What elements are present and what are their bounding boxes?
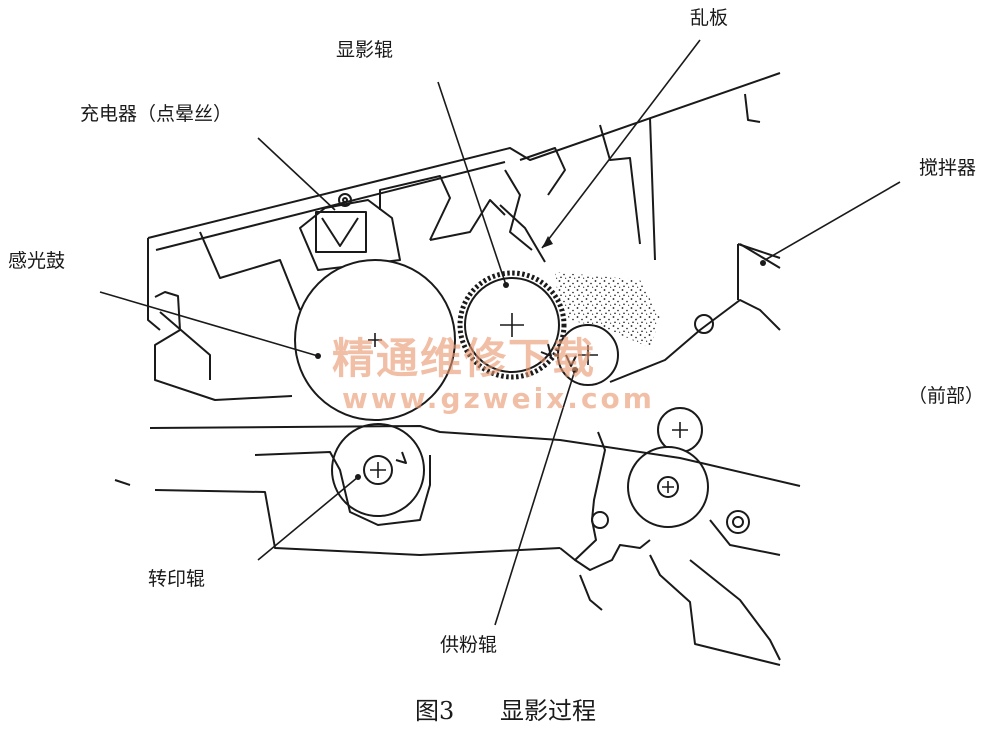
figure-number: 图3	[415, 697, 455, 725]
leader-lines	[99, 39, 901, 626]
watermark-text: 精通维修下载	[332, 334, 597, 383]
label-charger: 充电器（点晕丝）	[80, 103, 233, 125]
upper-housing	[147, 72, 781, 331]
paper-path	[149, 425, 801, 487]
leader-baffle	[541, 39, 701, 249]
label-developing-roller: 显影辊	[336, 39, 394, 61]
photosensitive-drum	[294, 259, 456, 421]
label-baffle: 乱板	[690, 7, 729, 29]
label-supply-roller: 供粉辊	[440, 634, 498, 656]
leader-arrowheads	[315, 236, 578, 480]
charger-corona	[315, 193, 367, 253]
pinch-roller	[657, 407, 703, 453]
leader-charger	[257, 137, 336, 211]
lower-right-roller	[627, 446, 709, 528]
leader-transfer-roller	[257, 476, 359, 561]
agitator	[739, 243, 781, 269]
label-agitator: 搅拌器	[919, 157, 977, 179]
leader-developing-roller	[437, 81, 507, 286]
leader-agitator	[764, 181, 901, 261]
leader-supply-roller	[494, 369, 576, 626]
bushing	[726, 510, 750, 534]
toner-mass	[555, 272, 660, 348]
lower-frame	[114, 451, 781, 666]
leader-drum	[99, 291, 319, 357]
developing-roller	[457, 270, 567, 380]
label-drum: 感光鼓	[8, 250, 66, 272]
left-frame	[154, 291, 293, 401]
label-transfer-roller: 转印辊	[148, 568, 206, 590]
transfer-roller	[331, 423, 425, 517]
label-front: （前部）	[908, 385, 985, 407]
figure-title: 显影过程	[500, 697, 596, 725]
watermark-url: www.gzweix.com	[342, 382, 655, 415]
